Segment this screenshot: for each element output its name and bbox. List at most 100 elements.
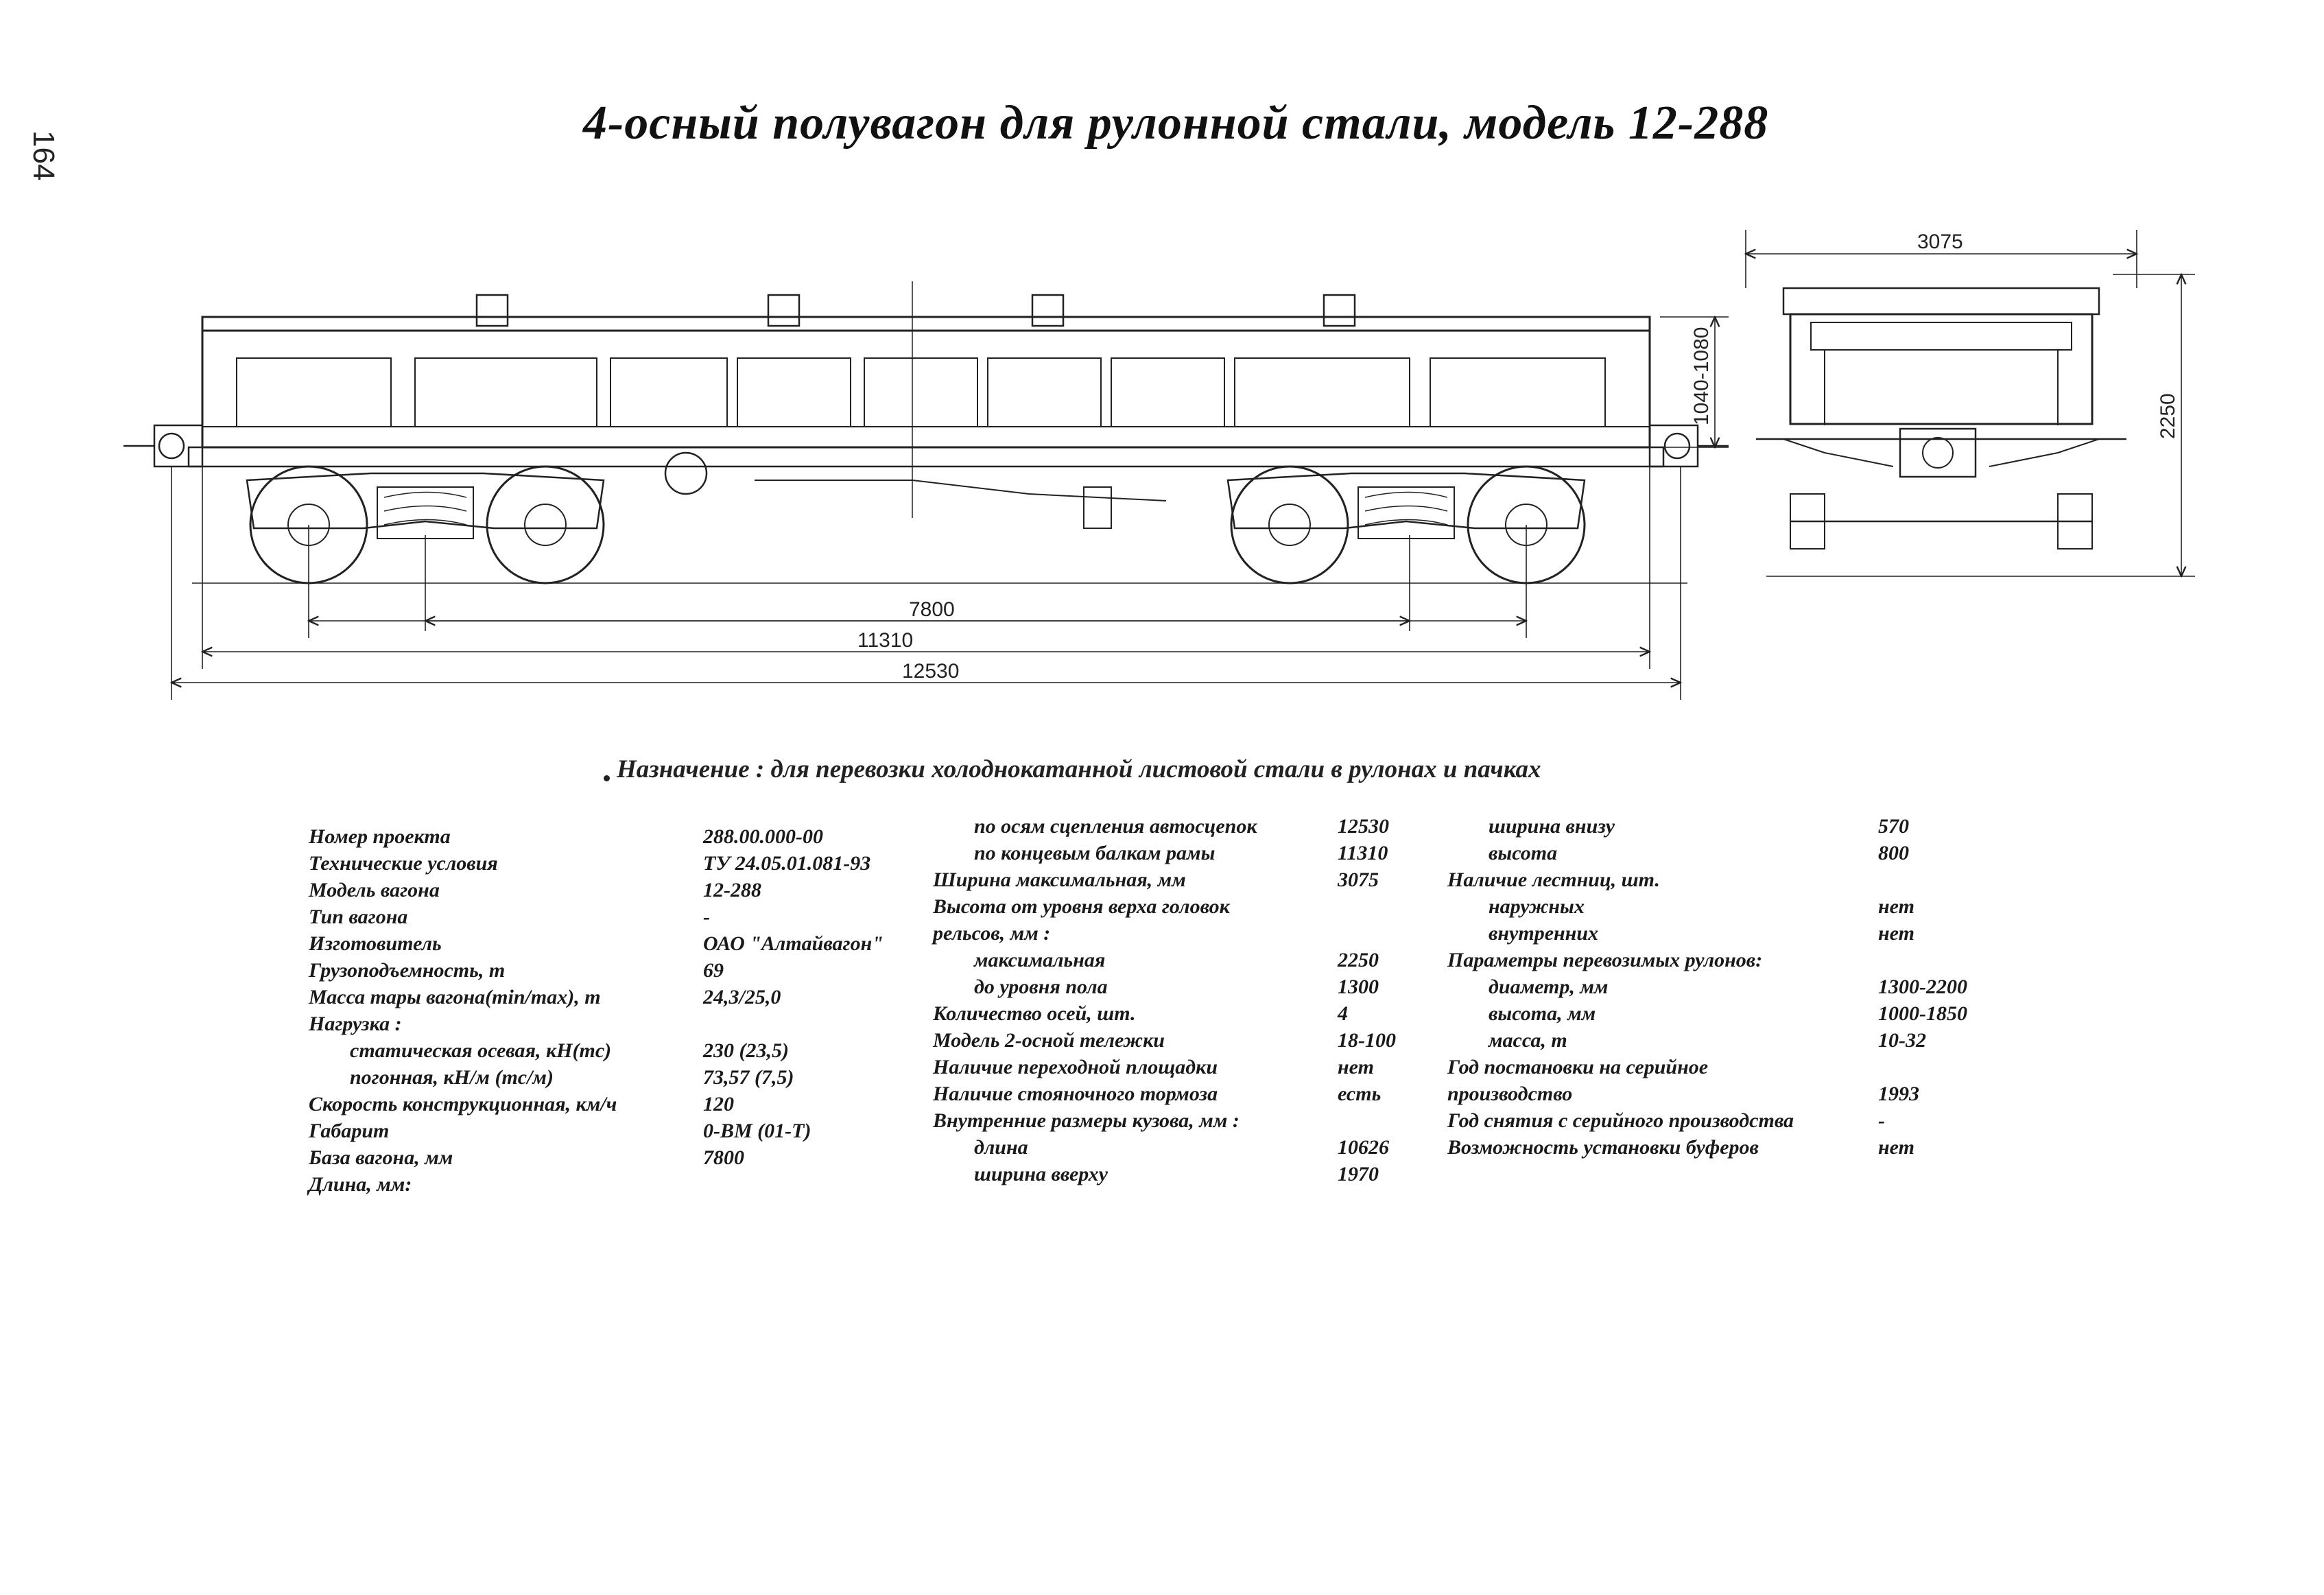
spec-label: Модель 2-осной тележки (933, 1029, 1165, 1052)
spec-value: 18-100 (1338, 1029, 1396, 1052)
coupler-right (1648, 424, 1729, 468)
page-title: 4-осный полувагон для рулонной стали, мо… (583, 97, 1769, 150)
spec-label: погонная, кН/м (тс/м) (350, 1066, 554, 1089)
dim-width: 3075 (1917, 231, 1963, 253)
purpose-line: Назначение : для перевозки холоднокатанн… (604, 755, 1541, 784)
spec-row: рельсов, мм : (933, 920, 1440, 947)
spec-value: 10-32 (1878, 1029, 1926, 1052)
spec-row: Ширина максимальная, мм 3075 (933, 866, 1440, 893)
spec-label: Год снятия с серийного производства (1447, 1109, 1794, 1132)
spec-label: внутренних (1489, 922, 1599, 945)
spec-label: Тип вагона (309, 906, 408, 928)
spec-label: Модель вагона (309, 879, 440, 901)
spec-label: База вагона, мм (309, 1146, 453, 1169)
spec-label: Наличие лестниц, шт. (1447, 869, 1660, 891)
spec-value: 73,57 (7,5) (703, 1066, 794, 1089)
spec-value: 3075 (1338, 869, 1379, 891)
dim-coupler-length: 12530 (902, 660, 959, 683)
spec-label: Скорость конструкционная, км/ч (309, 1093, 617, 1115)
spec-row: Изготовитель ОАО "Алтайвагон" (309, 930, 940, 957)
spec-row: Год постановки на серийное (1447, 1054, 1969, 1080)
spec-value: 4 (1338, 1002, 1348, 1025)
spec-value: нет (1338, 1056, 1374, 1078)
spec-row: Модель 2-осной тележки 18-100 (933, 1027, 1440, 1054)
brake-wheel (664, 451, 708, 495)
spec-value: 12530 (1338, 815, 1389, 838)
spec-row: Наличие лестниц, шт. (1447, 866, 1969, 893)
spec-value: 1300-2200 (1878, 976, 1967, 998)
spec-row: статическая осевая, кН(тс) 230 (23,5) (309, 1037, 940, 1064)
spec-row: Габарит 0-ВМ (01-Т) (309, 1118, 940, 1144)
spec-label: высота (1489, 842, 1558, 864)
spec-label: рельсов, мм : (933, 922, 1051, 945)
spec-label: Наличие стояночного тормоза (933, 1083, 1218, 1105)
spec-value: 1300 (1338, 976, 1379, 998)
spec-value: 570 (1878, 815, 1909, 838)
spec-value: 120 (703, 1093, 734, 1115)
spec-label: Нагрузка : (309, 1013, 402, 1035)
spec-value: 288.00.000-00 (703, 825, 823, 848)
spec-label: производство (1447, 1083, 1573, 1105)
spec-label: масса, т (1489, 1029, 1567, 1052)
spec-label: Количество осей, шт. (933, 1002, 1136, 1025)
spec-label: ширина вверху (974, 1163, 1108, 1185)
end-view (1756, 287, 2140, 577)
spec-value: 230 (23,5) (703, 1039, 789, 1062)
spec-row: Количество осей, шт. 4 (933, 1000, 1440, 1027)
spec-value: 0-ВМ (01-Т) (703, 1120, 811, 1142)
spec-label: Габарит (309, 1120, 390, 1142)
spec-label: Наличие переходной площадки (933, 1056, 1218, 1078)
spec-label: наружных (1489, 895, 1585, 918)
spec-label: Ширина максимальная, мм (933, 869, 1186, 891)
coupler-left (123, 424, 204, 468)
spec-label: максимальная (974, 949, 1106, 971)
spec-value: - (1878, 1109, 1885, 1132)
side-dimensions (171, 317, 1729, 700)
spec-label: Год постановки на серийное (1447, 1056, 1709, 1078)
spec-row: Нагрузка : (309, 1011, 940, 1037)
spec-value: 2250 (1338, 949, 1379, 971)
bogie-right (1226, 465, 1586, 584)
spec-value: 1000-1850 (1878, 1002, 1967, 1025)
side-panels (236, 281, 1606, 518)
spec-row: Длина, мм: (309, 1171, 940, 1198)
spec-value: 10626 (1338, 1136, 1389, 1159)
spec-row: Внутренние размеры кузова, мм : (933, 1107, 1440, 1134)
spec-label: Внутренние размеры кузова, мм : (933, 1109, 1240, 1132)
spec-value: ОАО "Алтайвагон" (703, 932, 884, 955)
spec-row: максимальная 2250 (933, 947, 1440, 973)
spec-label: Длина, мм: (309, 1173, 412, 1196)
spec-label: Параметры перевозимых рулонов: (1447, 949, 1763, 971)
bullet-dot (604, 775, 610, 781)
spec-label: статическая осевая, кН(тс) (350, 1039, 612, 1062)
wagon-body (201, 316, 1651, 449)
spec-label: Номер проекта (309, 825, 451, 848)
spec-value: - (703, 906, 710, 928)
spec-value: нет (1878, 1136, 1914, 1159)
spec-value: 7800 (703, 1146, 744, 1169)
spec-row: Номер проекта 288.00.000-00 (309, 823, 940, 850)
dim-base: 7800 (909, 598, 955, 621)
end-dimensions (1746, 230, 2195, 576)
spec-row: Параметры перевозимых рулонов: (1447, 947, 1969, 973)
spec-label: Масса тары вагона(min/max), т (309, 986, 601, 1008)
spec-row: масса, т 10-32 (1447, 1027, 1969, 1054)
spec-label: Изготовитель (309, 932, 442, 955)
